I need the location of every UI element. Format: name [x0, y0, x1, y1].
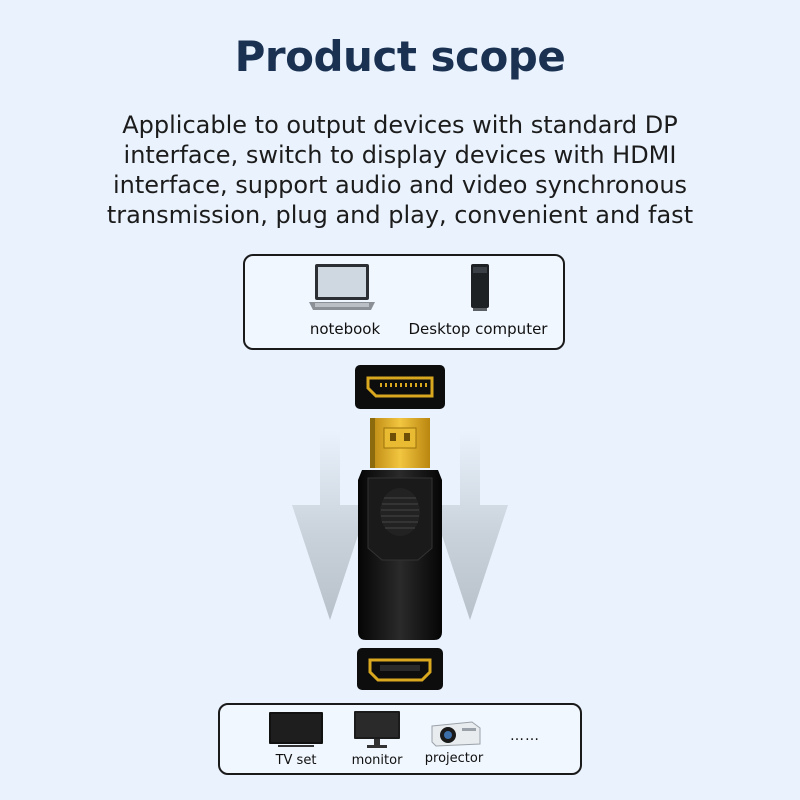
dp-port-icon — [355, 365, 445, 409]
adapter-body — [358, 470, 442, 640]
laptop-icon — [309, 264, 375, 310]
page-title: Product scope — [234, 32, 566, 81]
description-line: transmission, plug and play, convenient … — [106, 201, 694, 229]
down-arrow-right — [432, 430, 508, 620]
more-devices-ellipsis: …… — [510, 728, 540, 744]
notebook-label: notebook — [309, 320, 381, 338]
desktop-tower-icon — [471, 264, 489, 311]
hdmi-port-icon — [357, 648, 443, 690]
projector-label: projector — [424, 751, 484, 766]
description-line: interface, support audio and video synch… — [112, 171, 688, 199]
description-line: Applicable to output devices with standa… — [122, 111, 678, 139]
description-line: interface, switch to display devices wit… — [123, 141, 677, 169]
desktop-computer-label: Desktop computer — [408, 320, 548, 338]
source-devices-box — [243, 254, 565, 350]
down-arrow-left — [292, 430, 368, 620]
monitor-label: monitor — [351, 753, 403, 768]
monitor-icon — [354, 711, 400, 748]
tv-set-label: TV set — [275, 753, 317, 768]
projector-icon — [431, 721, 481, 747]
tv-icon — [269, 712, 323, 747]
product-description: Applicable to output devices with standa… — [100, 110, 700, 230]
dp-plug-connector — [370, 418, 430, 468]
